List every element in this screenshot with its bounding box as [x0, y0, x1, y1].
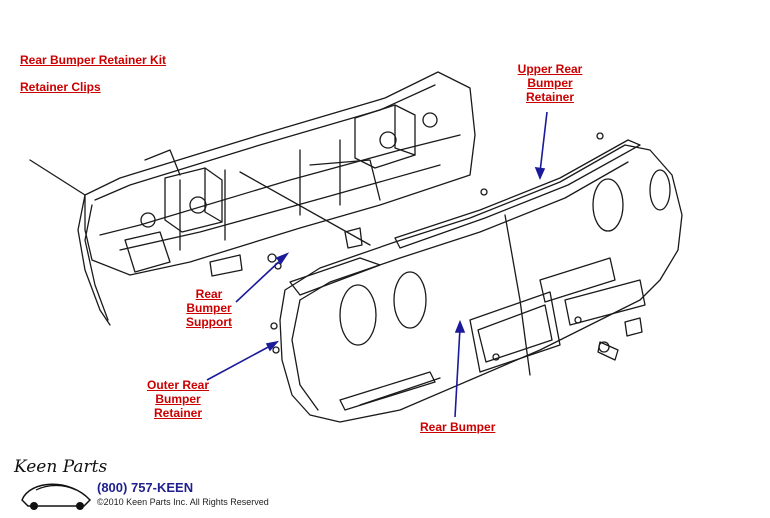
keen-parts-logo: Keen Parts [13, 457, 107, 510]
link-rear-bumper[interactable]: Rear Bumper [420, 420, 496, 434]
link-outer-rear-bumper-retainer[interactable]: Outer Rear Bumper Retainer [140, 378, 216, 420]
svg-text:Keen Parts: Keen Parts [13, 457, 107, 477]
leader-outer-retainer [206, 340, 280, 381]
label-line: Support [186, 315, 232, 329]
rear-body-frame [29, 71, 476, 326]
leader-bumper [454, 319, 466, 418]
copyright-notice: ©2010 Keen Parts Inc. All Rights Reserve… [97, 497, 269, 507]
rear-bumper-assembly [267, 132, 683, 423]
label-line: Bumper [527, 76, 573, 90]
link-upper-rear-bumper-retainer[interactable]: Upper Rear Bumper Retainer [512, 62, 588, 104]
label-line: Retainer [153, 406, 203, 420]
link-retainer-clips[interactable]: Retainer Clips [20, 80, 101, 94]
leader-upper-retainer [534, 111, 548, 181]
link-rear-bumper-retainer-kit[interactable]: Rear Bumper Retainer Kit [20, 53, 167, 67]
phone-number: (800) 757-KEEN [97, 480, 194, 495]
link-rear-bumper-support[interactable]: Rear Bumper Support [178, 287, 240, 329]
label-line: Retainer [525, 90, 575, 104]
label-line: Bumper [155, 392, 201, 406]
label-line: Rear [195, 287, 223, 301]
label-line: Bumper [186, 301, 232, 315]
label-line: Outer Rear [146, 378, 210, 392]
leader-support [235, 252, 290, 303]
label-line: Upper Rear [517, 62, 583, 76]
